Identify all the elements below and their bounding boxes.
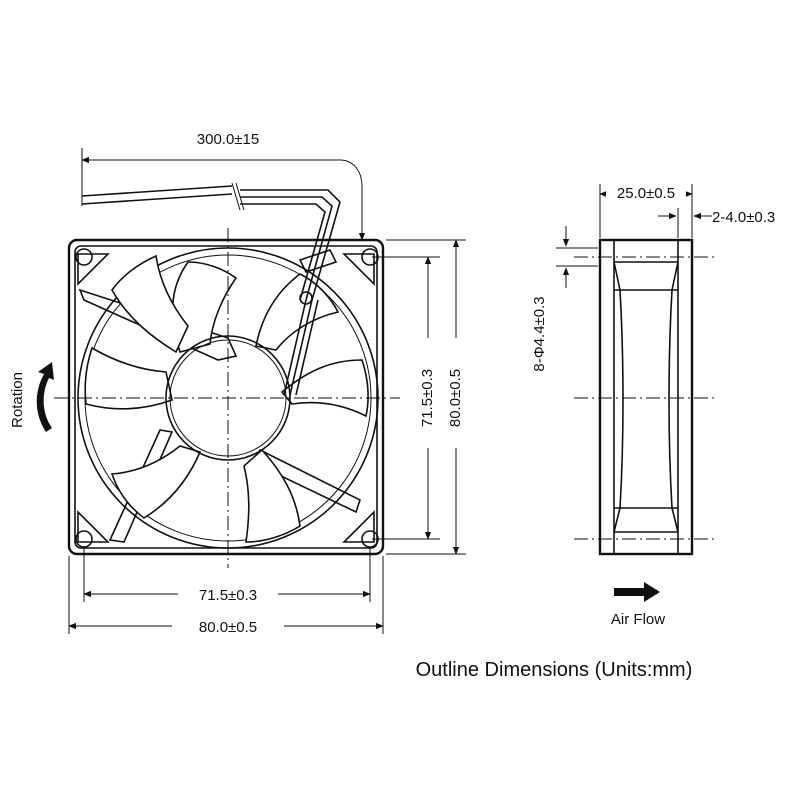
hole-spec-label: 8-Φ4.4±0.3 [531, 296, 548, 371]
mount-hole-tl [75, 248, 93, 266]
side-view: 25.0±0.5 2-4.0±0.3 8-Φ4.4±0.3 Air Flow [531, 183, 775, 628]
airflow-arrow-icon [614, 582, 660, 602]
rotation-arrow-icon [36, 362, 54, 432]
fan-blades [84, 254, 369, 543]
drawing-caption: Outline Dimensions (Units:mm) [416, 659, 693, 681]
hole-pitch-horizontal-label: 71.5±0.3 [199, 587, 257, 604]
front-view: 300.0±15 71.5±0.3 80.0±0.5 71.5±0.3 80.0… [9, 128, 466, 636]
side-frame [598, 238, 694, 556]
size-vertical-label: 80.0±0.5 [447, 369, 464, 427]
rotation-label: Rotation [9, 372, 26, 428]
flange-label: 2-4.0±0.3 [712, 209, 775, 226]
lead-length-label: 300.0±15 [197, 131, 259, 148]
size-horizontal-label: 80.0±0.5 [199, 619, 257, 636]
mount-hole-bl [75, 530, 93, 548]
airflow-label: Air Flow [611, 611, 665, 628]
thickness-label: 25.0±0.5 [617, 185, 675, 202]
hole-pitch-vertical-label: 71.5±0.3 [419, 369, 436, 427]
